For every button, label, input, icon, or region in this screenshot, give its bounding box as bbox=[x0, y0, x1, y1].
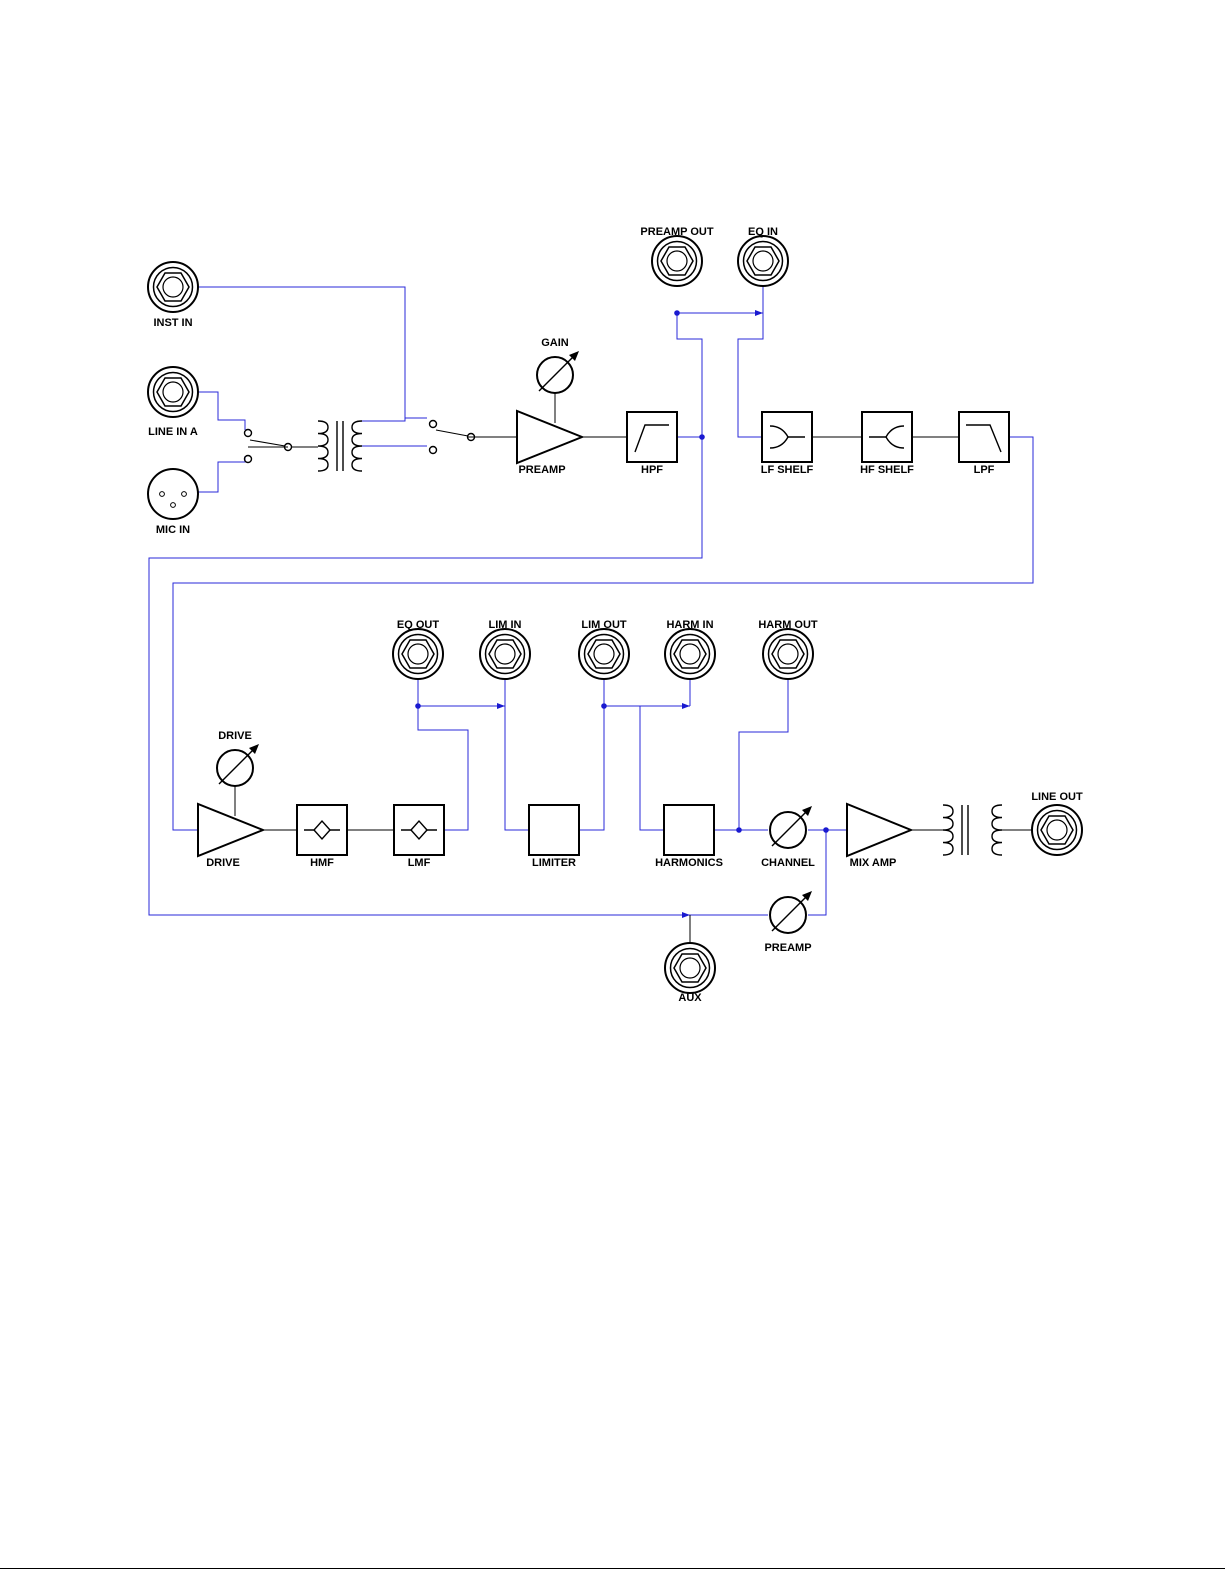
label-hmf: HMF bbox=[310, 857, 334, 869]
drive-triangle bbox=[198, 804, 263, 856]
input-selector-switch[interactable] bbox=[245, 430, 292, 463]
label-drive-knob: DRIVE bbox=[218, 730, 252, 742]
page-bottom-rule bbox=[0, 1568, 1225, 1569]
label-preamp-return: PREAMP bbox=[764, 942, 811, 954]
lmf-block bbox=[394, 805, 444, 855]
output-transformer bbox=[943, 805, 1002, 855]
label-preamp: PREAMP bbox=[518, 464, 565, 476]
hpf-block bbox=[627, 412, 677, 462]
label-lmf: LMF bbox=[408, 857, 431, 869]
label-drive: DRIVE bbox=[206, 857, 240, 869]
label-eq-out: EQ OUT bbox=[397, 619, 439, 631]
channel-knob[interactable] bbox=[770, 806, 812, 848]
jack-line-out[interactable] bbox=[1032, 805, 1082, 855]
label-mix-amp: MIX AMP bbox=[850, 857, 897, 869]
label-hf-shelf: HF SHELF bbox=[860, 464, 914, 476]
label-lim-out: LIM OUT bbox=[581, 619, 626, 631]
junction-nodes bbox=[415, 310, 829, 918]
jack-inst-in[interactable] bbox=[148, 262, 198, 312]
label-lf-shelf: LF SHELF bbox=[761, 464, 814, 476]
mix-amp-triangle bbox=[847, 804, 911, 856]
lf-shelf-block bbox=[762, 412, 812, 462]
label-eq-in: EQ IN bbox=[748, 226, 778, 238]
label-harm-out: HARM OUT bbox=[758, 619, 818, 631]
label-line-out: LINE OUT bbox=[1031, 791, 1083, 803]
label-line-in-a: LINE IN A bbox=[148, 426, 198, 438]
label-limiter: LIMITER bbox=[532, 857, 576, 869]
inst-selector-switch[interactable] bbox=[430, 421, 475, 454]
lpf-block bbox=[959, 412, 1009, 462]
preamp-return-knob[interactable] bbox=[770, 891, 812, 933]
input-transformer bbox=[318, 421, 362, 471]
drive-knob[interactable] bbox=[217, 744, 259, 786]
jack-line-in-a[interactable] bbox=[148, 367, 198, 417]
jack-eq-out[interactable] bbox=[393, 629, 443, 679]
label-channel: CHANNEL bbox=[761, 857, 815, 869]
jack-preamp-out[interactable] bbox=[652, 236, 702, 286]
diagram-labels: INST IN LINE IN A MIC IN GAIN PREAMP HPF… bbox=[148, 226, 1083, 1004]
signal-wires bbox=[149, 287, 1033, 915]
jack-harm-out[interactable] bbox=[763, 629, 813, 679]
jack-harm-in[interactable] bbox=[665, 629, 715, 679]
hmf-block bbox=[297, 805, 347, 855]
jack-aux[interactable] bbox=[665, 943, 715, 993]
limiter-block bbox=[529, 805, 579, 855]
gain-knob[interactable] bbox=[537, 351, 579, 393]
jack-lim-out[interactable] bbox=[579, 629, 629, 679]
preamp-triangle bbox=[517, 411, 582, 463]
label-preamp-out: PREAMP OUT bbox=[640, 226, 713, 238]
jack-lim-in[interactable] bbox=[480, 629, 530, 679]
label-lim-in: LIM IN bbox=[489, 619, 522, 631]
label-inst-in: INST IN bbox=[153, 317, 192, 329]
label-gain: GAIN bbox=[541, 337, 569, 349]
jack-eq-in[interactable] bbox=[738, 236, 788, 286]
harmonics-block bbox=[664, 805, 714, 855]
hf-shelf-block bbox=[862, 412, 912, 462]
xlr-mic-in[interactable] bbox=[148, 469, 198, 519]
label-harmonics: HARMONICS bbox=[655, 857, 723, 869]
label-hpf: HPF bbox=[641, 464, 663, 476]
label-aux: AUX bbox=[678, 992, 702, 1004]
label-harm-in: HARM IN bbox=[666, 619, 713, 631]
label-mic-in: MIC IN bbox=[156, 524, 190, 536]
label-lpf: LPF bbox=[974, 464, 995, 476]
